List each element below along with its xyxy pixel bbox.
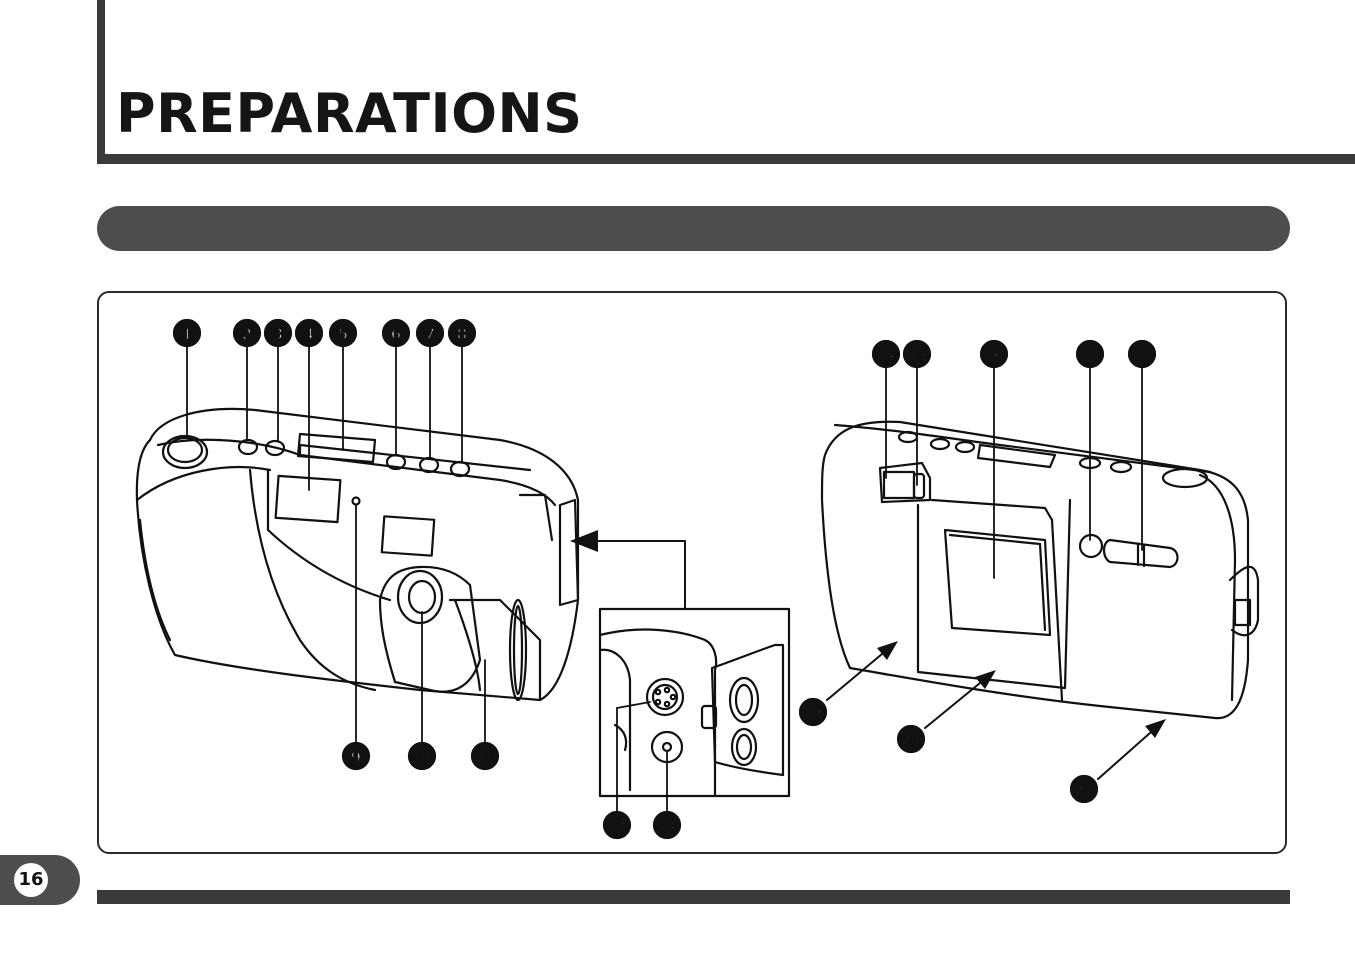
callout-10: 10 (407, 741, 437, 771)
svg-text:2: 2 (241, 325, 252, 344)
callout-20: 20 (896, 724, 926, 754)
footer-rule (97, 890, 1290, 904)
callout-1: 1 (172, 318, 202, 348)
header-horizontal-rule (97, 154, 1355, 164)
camera-parts-figure-frame (97, 291, 1287, 854)
callout-11: 11 (470, 741, 500, 771)
svg-text:10: 10 (414, 750, 431, 764)
callout-13: 13 (652, 810, 682, 840)
svg-text:7: 7 (424, 325, 435, 344)
callout-4: 4 (294, 318, 324, 348)
callout-18: 18 (1127, 339, 1157, 369)
svg-text:5: 5 (337, 325, 348, 344)
callout-21: 21 (1069, 774, 1099, 804)
page-title: PREPARATIONS (116, 82, 583, 145)
camera-back-view (820, 420, 1260, 720)
svg-text:15: 15 (909, 348, 926, 362)
svg-text:13: 13 (659, 819, 676, 833)
section-heading-bar (97, 206, 1290, 251)
svg-text:16: 16 (986, 348, 1003, 362)
svg-text:3: 3 (272, 325, 283, 344)
callout-16: 16 (979, 339, 1009, 369)
callout-3: 3 (263, 318, 293, 348)
callout-5: 5 (328, 318, 358, 348)
callout-14: 14 (871, 339, 901, 369)
header-vertical-rule (97, 0, 105, 162)
svg-text:4: 4 (303, 325, 314, 344)
svg-text:8: 8 (456, 325, 467, 344)
leader-lines-front (186, 346, 486, 743)
svg-text:6: 6 (390, 325, 401, 344)
bottom-arrows (826, 641, 1166, 780)
svg-text:9: 9 (350, 748, 361, 767)
callout-12: 12 (602, 810, 632, 840)
camera-front-view (135, 407, 580, 702)
callout-9: 9 (341, 741, 371, 771)
callout-15: 15 (902, 339, 932, 369)
callout-8: 8 (447, 318, 477, 348)
svg-text:1: 1 (181, 325, 192, 344)
svg-text:21: 21 (1076, 783, 1093, 797)
callout-2: 2 (232, 318, 262, 348)
callout-6: 6 (381, 318, 411, 348)
svg-text:14: 14 (878, 348, 895, 362)
leader-lines-back (885, 367, 1143, 579)
connector-inset (570, 530, 791, 814)
callout-17: 17 (1075, 339, 1105, 369)
callout-7: 7 (415, 318, 445, 348)
svg-text:20: 20 (903, 733, 920, 747)
page-number-badge: 16 (0, 855, 80, 905)
svg-text:19: 19 (805, 706, 822, 720)
svg-text:12: 12 (609, 819, 626, 833)
page-number: 16 (14, 863, 48, 897)
callout-19: 19 (798, 697, 828, 727)
svg-text:11: 11 (477, 750, 494, 764)
svg-text:18: 18 (1134, 348, 1151, 362)
svg-text:17: 17 (1082, 348, 1099, 362)
